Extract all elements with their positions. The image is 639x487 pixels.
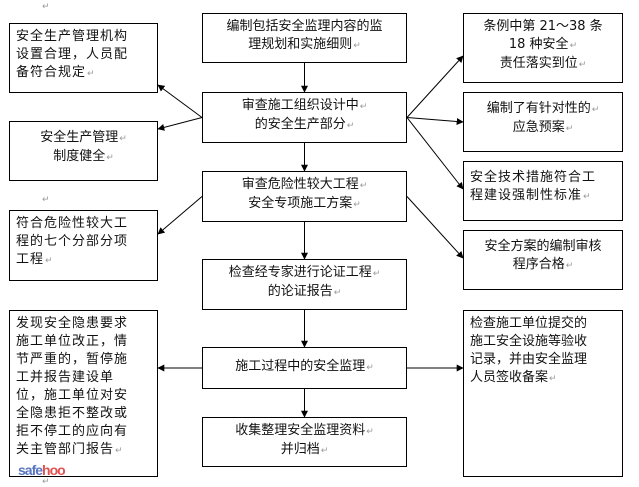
- arrow-c2-to-r2: [406, 117, 464, 125]
- paragraph-mark: ↵: [353, 41, 361, 51]
- paragraph-mark: ↵: [366, 363, 374, 373]
- note-text: 程的七个分部分项: [16, 234, 129, 249]
- note-text: 全隐患拒不整改或: [16, 406, 129, 421]
- paragraph-mark: ↵: [583, 192, 592, 202]
- paragraph-mark: ↵: [591, 105, 600, 115]
- step-text: 编制包括安全监理内容的监: [226, 19, 383, 34]
- arrow-c2-to-l1: [157, 84, 203, 118]
- step-review-construction-design[interactable]: 审查施工组织设计中↵ 的安全生产部分↵: [202, 92, 407, 143]
- paragraph-mark: ↵: [359, 102, 368, 112]
- note-text: 责任落实到位: [499, 56, 578, 71]
- note-text: 备符合规定: [16, 65, 87, 80]
- paragraph-mark: ↵: [549, 374, 557, 384]
- paragraph-mark: ↵: [565, 261, 574, 271]
- paragraph-mark: ↵: [119, 134, 127, 144]
- note-text: 关主管部门报告: [16, 442, 115, 457]
- paragraph-mark: ↵: [42, 477, 50, 487]
- paragraph-mark: ↵: [346, 121, 355, 131]
- paragraph-mark: ↵: [569, 41, 578, 51]
- note-text: 程建设强制性标准: [470, 188, 583, 203]
- paragraph-mark: ↵: [320, 446, 329, 456]
- note-management-structure[interactable]: 安全生产管理机构 设置合理，人员配 备符合规定↵: [9, 23, 158, 93]
- note-text: 检查施工单位提交的: [470, 316, 588, 331]
- watermark-logo: safehoo: [18, 462, 66, 478]
- note-text: 拒不停工的应向有: [16, 424, 129, 439]
- step-check-expert-report[interactable]: 检查经专家进行论证工程↵ 的论证报告↵: [202, 259, 407, 310]
- paragraph-mark: ↵: [353, 200, 361, 210]
- note-text: 符合危险性较大工: [16, 216, 129, 231]
- step-text: 并归档: [280, 442, 320, 457]
- note-emergency-plan[interactable]: 编制了有针对性的↵ 应急预案↵: [463, 92, 623, 152]
- note-text: 安全方案的编制审核: [484, 239, 602, 254]
- step-text: 的安全生产部分: [254, 117, 346, 132]
- step-text: 审查危险性较大工程: [241, 177, 359, 192]
- step-compile-supervision-plan[interactable]: 编制包括安全监理内容的监 理规划和实施细则↵: [202, 13, 407, 63]
- note-responsibility-articles[interactable]: 条例中第 21～38 条 18 种安全↵ 责任落实到位↵: [463, 13, 623, 83]
- arrow-c3-to-l3: [157, 196, 203, 235]
- note-text: 制度健全: [53, 149, 106, 164]
- note-management-system[interactable]: 安全生产管理↵ 制度健全↵: [9, 121, 158, 181]
- step-text: 安全专项施工方案: [248, 196, 353, 211]
- paragraph-mark: ↵: [565, 124, 574, 134]
- note-text: 18 种安全: [508, 37, 569, 52]
- step-text: 审查施工组织设计中: [241, 98, 359, 113]
- arrow-c2-to-r3: [406, 117, 464, 190]
- note-text: 施工单位改正，情: [16, 334, 129, 349]
- note-text: 程序合格: [512, 257, 565, 272]
- note-technical-measures[interactable]: 安全技术措施符合工 程建设强制性标准↵: [463, 161, 623, 221]
- note-plan-approval[interactable]: 安全方案的编制审核 程序合格↵: [463, 230, 623, 290]
- note-text: 编制了有针对性的: [486, 101, 591, 116]
- paragraph-mark: ↵: [366, 427, 374, 437]
- paragraph-mark: ↵: [42, 2, 50, 12]
- arrow-c3-to-r4: [406, 196, 464, 259]
- note-text: 工程: [16, 252, 45, 267]
- note-text: 节严重的，暂停施: [16, 352, 129, 367]
- note-text: 应急预案: [512, 120, 565, 135]
- paragraph-mark: ↵: [372, 269, 381, 279]
- note-hazard-handling[interactable]: 发现安全隐患要求 施工单位改正，情 节严重的，暂停施 工并报告建设单 位，施工单…: [9, 310, 158, 477]
- paragraph-mark: ↵: [578, 60, 587, 70]
- note-hazardous-subprojects[interactable]: 符合危险性较大工 程的七个分部分项 工程↵: [9, 210, 158, 281]
- note-text: 安全生产管理: [40, 130, 119, 145]
- step-text: 的论证报告: [267, 284, 333, 299]
- step-archive-records[interactable]: 收集整理安全监理资料↵ 并归档↵: [202, 417, 407, 467]
- paragraph-mark: ↵: [115, 446, 124, 456]
- step-text: 检查经专家进行论证工程: [228, 265, 372, 280]
- watermark-text-a: safe: [18, 462, 43, 478]
- paragraph-mark: ↵: [333, 288, 342, 298]
- arrow-c2-to-l2: [157, 117, 203, 131]
- paragraph-mark: ↵: [42, 195, 50, 205]
- paragraph-mark: ↵: [106, 153, 114, 163]
- step-text: 施工过程中的安全监理: [235, 359, 366, 374]
- note-text: 条例中第 21～38 条: [483, 19, 603, 34]
- paragraph-mark: ↵: [45, 256, 54, 266]
- note-text: 人员签收备案: [470, 370, 549, 385]
- note-acceptance-records[interactable]: 检查施工单位提交的 施工安全设施等验收 记录，并由安全监理 人员签收备案↵: [463, 310, 623, 477]
- step-review-hazardous-works-plan[interactable]: 审查危险性较大工程↵ 安全专项施工方案↵: [202, 171, 407, 222]
- note-text: 记录，并由安全监理: [470, 352, 588, 367]
- note-text: 安全技术措施符合工: [470, 170, 597, 185]
- arrow-c2-to-r1: [406, 55, 464, 118]
- note-text: 设置合理，人员配: [16, 47, 129, 62]
- watermark-text-b: hoo: [42, 462, 66, 478]
- note-text: 安全生产管理机构: [16, 29, 129, 44]
- paragraph-mark: ↵: [359, 181, 368, 191]
- step-text: 收集整理安全监理资料: [235, 423, 366, 438]
- step-text: 理规划和实施细则: [248, 37, 353, 52]
- note-text: 位，施工单位对安: [16, 388, 129, 403]
- note-text: 工并报告建设单: [16, 370, 115, 385]
- step-construction-safety-supervision[interactable]: 施工过程中的安全监理↵: [202, 347, 407, 389]
- note-text: 发现安全隐患要求: [16, 316, 129, 331]
- paragraph-mark: ↵: [87, 69, 96, 79]
- note-text: 施工安全设施等验收: [470, 334, 588, 349]
